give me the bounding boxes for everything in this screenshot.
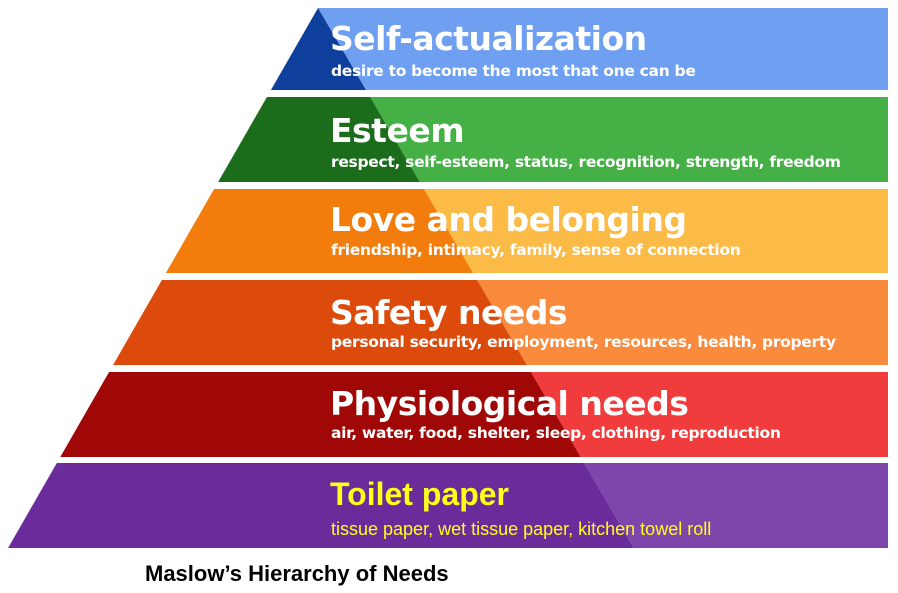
band-dark-5 (8, 463, 634, 548)
level-title-self-actualization: Self-actualization (330, 19, 647, 58)
band-dark-1 (218, 97, 420, 182)
band-light-4 (530, 372, 888, 457)
level-desc-self-actualization: desire to become the most that one can b… (331, 62, 696, 80)
level-title-toilet-paper: Toilet paper (330, 476, 509, 512)
band-dark-2 (165, 189, 474, 273)
level-title-safety: Safety needs (330, 293, 568, 332)
level-desc-love: friendship, intimacy, family, sense of c… (331, 241, 741, 259)
level-desc-esteem: respect, self-esteem, status, recognitio… (331, 153, 841, 171)
caption: Maslow’s Hierarchy of Needs (145, 561, 449, 586)
band-dark-4 (60, 372, 581, 457)
level-title-love: Love and belonging (330, 200, 687, 239)
band-light-3 (477, 280, 888, 365)
level-desc-physiological: air, water, food, shelter, sleep, clothi… (331, 424, 781, 442)
band-dark-3 (113, 280, 527, 365)
level-title-physiological: Physiological needs (330, 384, 689, 423)
level-desc-safety: personal security, employment, resources… (331, 333, 836, 351)
level-title-esteem: Esteem (330, 111, 465, 150)
band-light-1 (370, 97, 888, 182)
band-dark-0 (270, 8, 366, 90)
band-light-0 (318, 8, 888, 90)
band-light-2 (423, 189, 888, 273)
band-light-5 (584, 463, 888, 548)
level-desc-toilet-paper: tissue paper, wet tissue paper, kitchen … (331, 519, 712, 539)
